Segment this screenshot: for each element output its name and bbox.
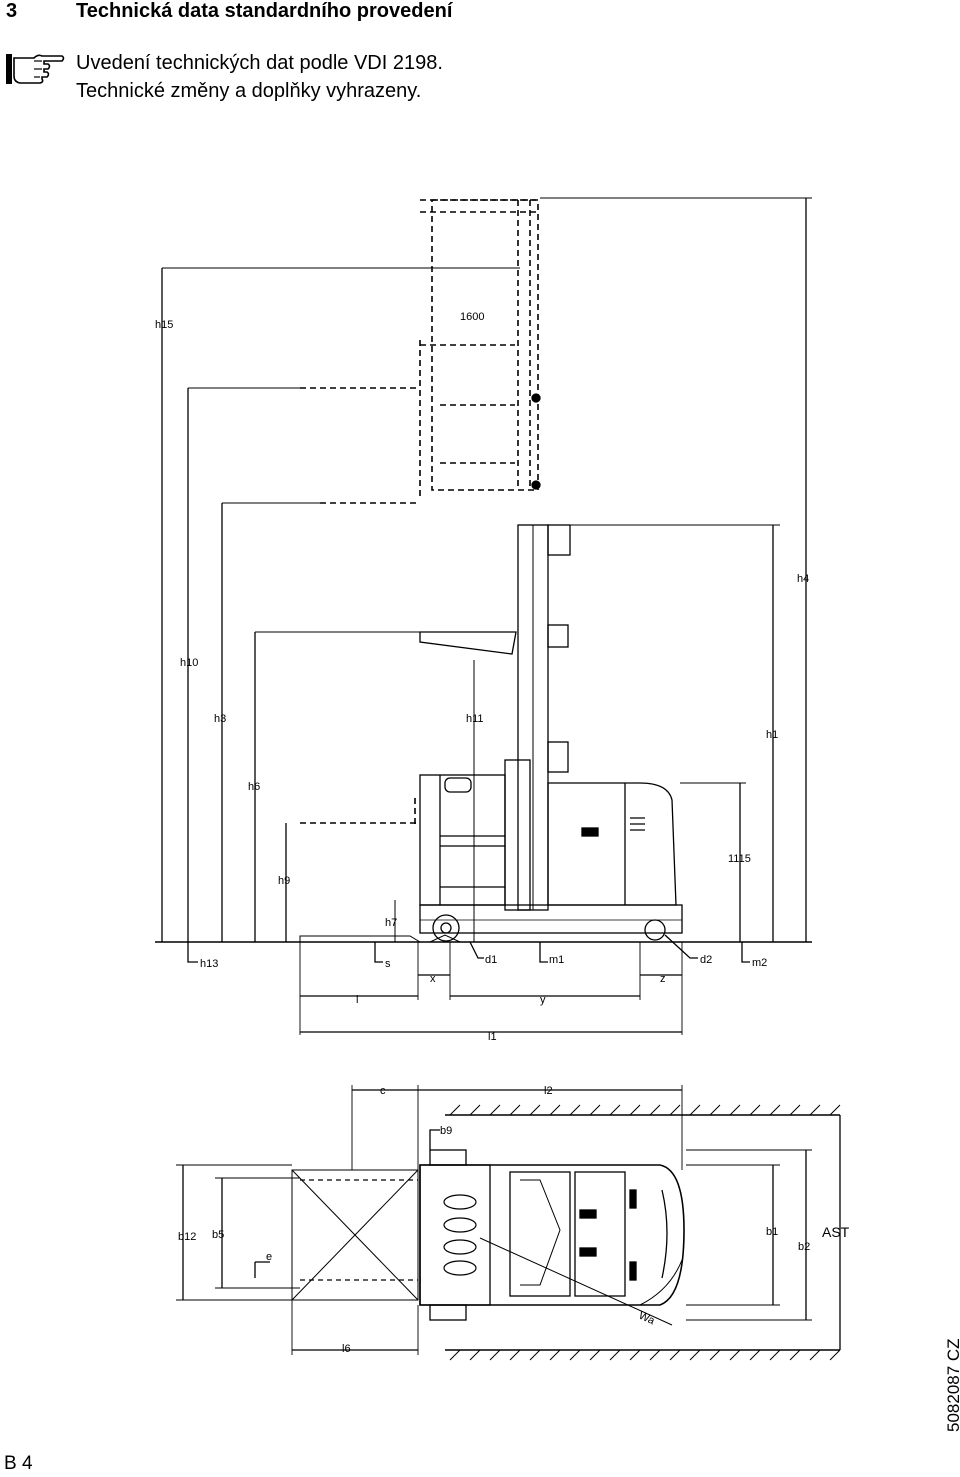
label-h7: h7 <box>385 917 397 929</box>
label-h10: h10 <box>180 657 198 669</box>
label-1115: 1115 <box>728 853 751 865</box>
page-id: B 4 <box>4 1453 33 1474</box>
label-c: c <box>380 1085 386 1097</box>
pointing-hand-icon <box>6 54 65 84</box>
label-m2: m2 <box>752 957 767 969</box>
label-wa: Wa <box>637 1310 657 1328</box>
label-h13: h13 <box>200 958 218 970</box>
label-s: s <box>385 958 391 970</box>
label-h3: h3 <box>214 713 226 725</box>
label-b12: b12 <box>178 1231 196 1243</box>
label-z: z <box>660 973 666 985</box>
label-h4: h4 <box>797 573 809 585</box>
label-b9: b9 <box>440 1125 452 1137</box>
note-line-changes: Technické změny a doplňky vyhrazeny. <box>76 80 422 102</box>
label-e: e <box>266 1251 272 1263</box>
label-h9: h9 <box>278 875 290 887</box>
label-d1: d1 <box>485 954 497 966</box>
page-header: 3 Technická data standardního provedení … <box>0 0 960 120</box>
label-b5: b5 <box>212 1229 224 1241</box>
label-h11: h11 <box>466 713 484 725</box>
label-d2: d2 <box>700 954 712 966</box>
label-1600: 1600 <box>460 311 484 323</box>
label-x: x <box>430 973 436 985</box>
label-y: y <box>540 994 546 1006</box>
label-l1: l1 <box>488 1031 497 1043</box>
label-ast: AST <box>822 1224 850 1240</box>
document-number: 5082087 CZ <box>944 1338 960 1432</box>
label-m1: m1 <box>549 954 564 966</box>
label-h15: h15 <box>155 319 173 331</box>
label-l: l <box>356 994 358 1006</box>
label-b2: b2 <box>798 1241 810 1253</box>
section-title: Technická data standardního provedení <box>76 0 453 22</box>
label-b1: b1 <box>766 1226 778 1238</box>
label-l2: l2 <box>544 1085 553 1097</box>
note-line-vdi: Uvedení technických dat podle VDI 2198. <box>76 52 443 74</box>
label-h1: h1 <box>766 729 778 741</box>
label-h6: h6 <box>248 781 260 793</box>
section-number: 3 <box>6 0 18 22</box>
label-l6: l6 <box>342 1343 351 1355</box>
